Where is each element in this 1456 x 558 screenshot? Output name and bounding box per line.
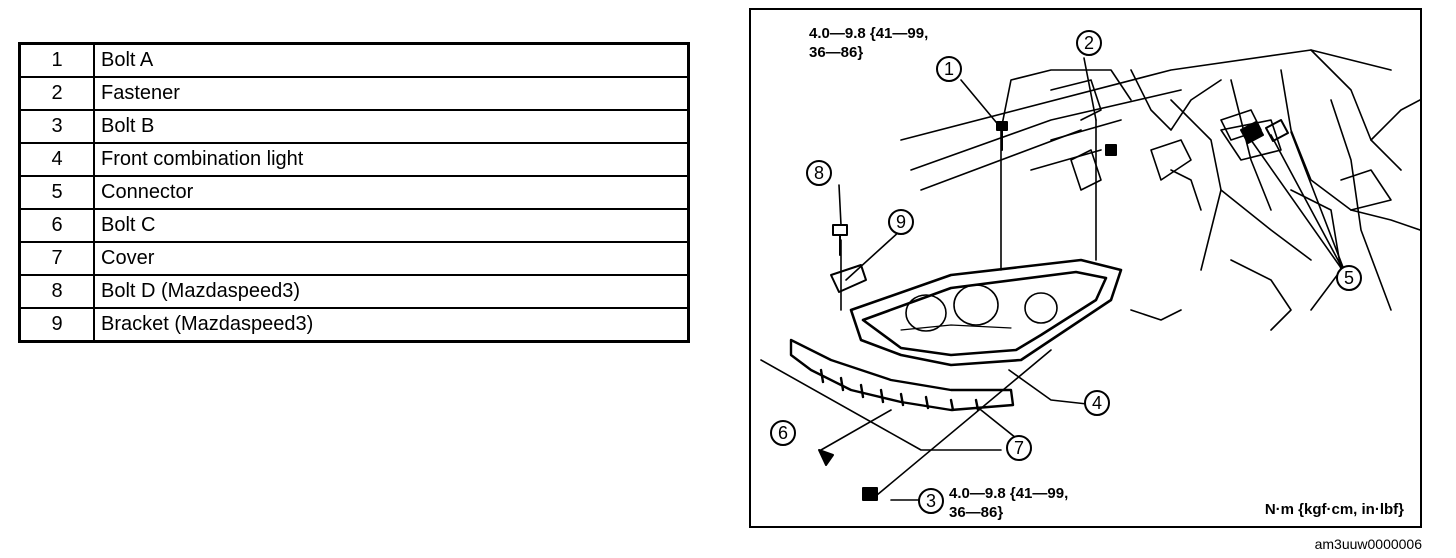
callout-6: 6 [770, 420, 796, 446]
exploded-view-figure: 4.0—9.8 {41—99, 36—86} 4.0—9.8 {41—99, 3… [749, 8, 1422, 528]
torque-spec-top-line1: 4.0—9.8 {41—99, [809, 25, 929, 42]
callout-8: 8 [806, 160, 832, 186]
bolt-d-graphic [832, 224, 848, 256]
legend-label: Front combination light [93, 142, 690, 177]
legend-number: 4 [18, 142, 95, 177]
legend-label: Bracket (Mazdaspeed3) [93, 307, 690, 343]
legend-number: 1 [18, 42, 95, 78]
connector-graphic [1240, 119, 1289, 144]
callout-9: 9 [888, 209, 914, 235]
legend-label: Bolt A [93, 42, 690, 78]
legend-number: 7 [18, 241, 95, 276]
legend-label: Cover [93, 241, 690, 276]
torque-spec-bottom-line2: 36—86} [949, 504, 1004, 521]
legend-number: 5 [18, 175, 95, 210]
legend-number: 9 [18, 307, 95, 343]
front-combination-light-housing [849, 258, 1123, 367]
legend-label: Bolt D (Mazdaspeed3) [93, 274, 690, 309]
legend-number: 2 [18, 76, 95, 111]
legend-number: 8 [18, 274, 95, 309]
callout-1: 1 [936, 56, 962, 82]
figure-id-label: am3uuw0000006 [1314, 536, 1422, 552]
bolt-c-graphic [818, 449, 834, 466]
torque-spec-top: 4.0—9.8 {41—99, 36—86} [809, 24, 928, 62]
callout-4: 4 [1084, 390, 1110, 416]
legend-label: Fastener [93, 76, 690, 111]
bracket-graphic [830, 264, 867, 293]
torque-spec-bottom-line1: 4.0—9.8 {41—99, [949, 485, 1069, 502]
callout-7: 7 [1006, 435, 1032, 461]
torque-spec-top-line2: 36—86} [809, 44, 864, 61]
legend-label: Bolt B [93, 109, 690, 144]
legend-label: Connector [93, 175, 690, 210]
bolt-a-graphic [996, 121, 1008, 151]
headlight-line-drawing [760, 49, 1420, 501]
units-label: N·m {kgf·cm, in·lbf} [1264, 501, 1404, 518]
callout-3: 3 [918, 488, 944, 514]
leader-lines [760, 57, 1347, 501]
legend-number: 6 [18, 208, 95, 243]
body-structure-lines [900, 49, 1420, 331]
cover-part [789, 338, 1015, 412]
legend-label: Bolt C [93, 208, 690, 243]
legend-number: 3 [18, 109, 95, 144]
callout-2: 2 [1076, 30, 1102, 56]
callout-5: 5 [1336, 265, 1362, 291]
fastener-graphic [1105, 144, 1117, 156]
bolt-b-graphic [862, 487, 878, 501]
torque-spec-bottom: 4.0—9.8 {41—99, 36—86} [949, 484, 1068, 522]
